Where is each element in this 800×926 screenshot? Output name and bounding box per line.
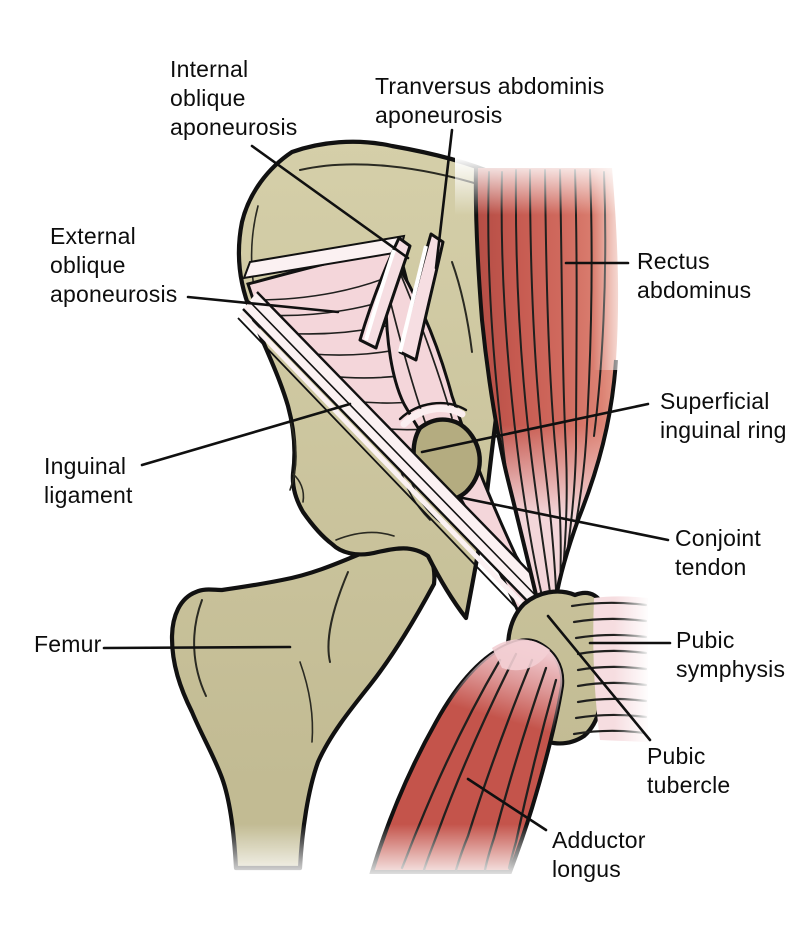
- leader-line-adductor-longus: [466, 777, 548, 832]
- transversus-cut-strap: [398, 232, 445, 362]
- leader-line-superficial-inguinal-ring: [420, 402, 650, 454]
- internal-oblique-cut-strap: [358, 236, 412, 350]
- leader-lines: [102, 128, 672, 832]
- bottom-fade: [110, 824, 590, 926]
- leader-line-transversus-abdominis-aponeurosis: [434, 128, 454, 270]
- inguinal-ligament-band: [237, 291, 550, 619]
- leader-line-femur: [102, 645, 292, 650]
- leader-line-pubic-tubercle: [546, 614, 652, 742]
- leader-line-inguinal-ligament: [140, 402, 352, 467]
- leader-line-internal-oblique-aponeurosis: [250, 144, 410, 260]
- leader-line-external-oblique-aponeurosis: [186, 295, 340, 314]
- leader-line-conjoint-tendon: [456, 495, 670, 542]
